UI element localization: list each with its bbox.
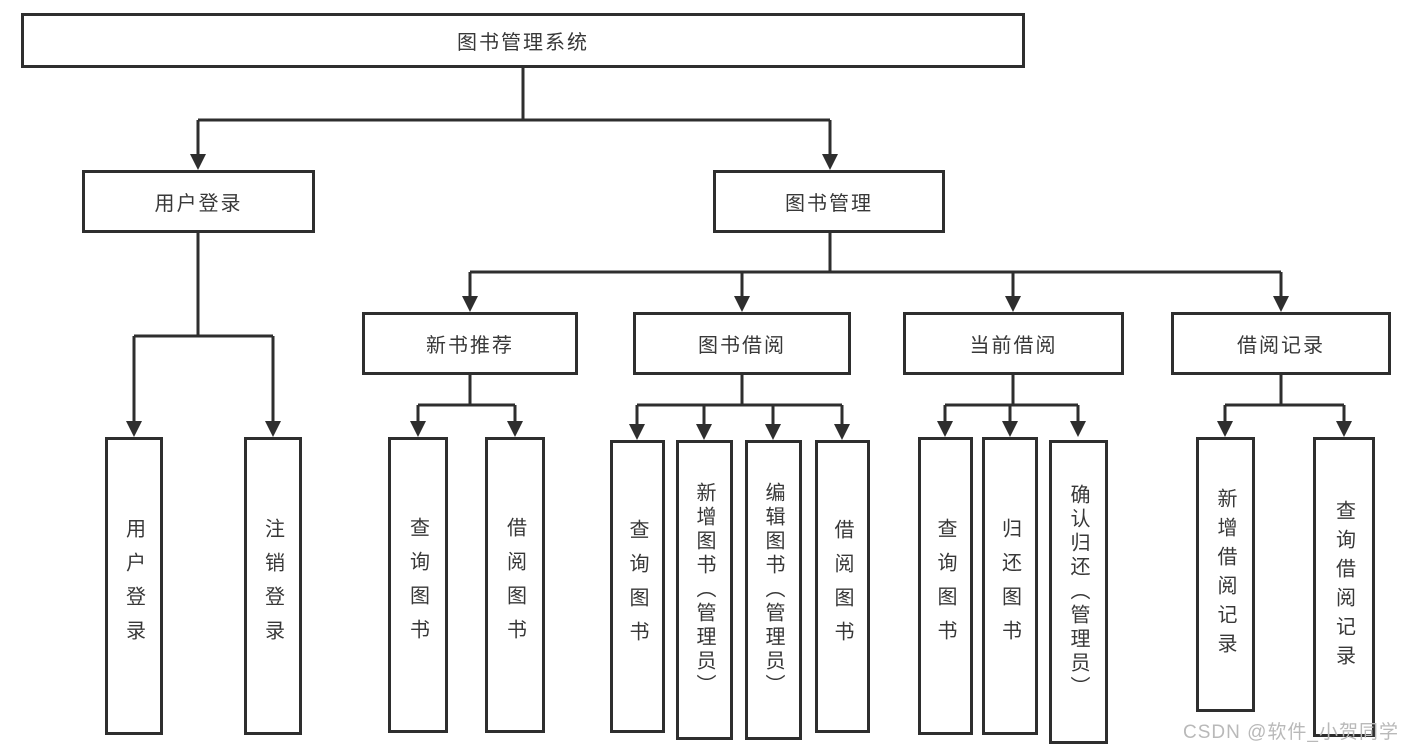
node-new-books-label: 新书推荐: [426, 335, 514, 357]
leaf-logout-label: 注销登录: [261, 518, 284, 654]
arrowheads: [126, 154, 1352, 440]
leaf-borrow-add: 新增图书（管理员）: [676, 440, 733, 740]
node-root: 图书管理系统: [21, 13, 1025, 68]
leaf-borrow-edit-label: 编辑图书（管理员）: [762, 482, 784, 698]
leaf-current-query-label: 查询图书: [934, 518, 956, 654]
leaf-current-return-label: 归还图书: [998, 518, 1021, 654]
leaf-newbooks-borrow: 借阅图书: [485, 437, 545, 733]
leaf-records-query: 查询借阅记录: [1313, 437, 1375, 737]
node-book-borrow: 图书借阅: [633, 312, 851, 375]
leaf-user-login-label: 用户登录: [122, 518, 145, 654]
leaf-current-confirm: 确认归还（管理员）: [1049, 440, 1108, 744]
leaf-newbooks-borrow-label: 借阅图书: [503, 517, 526, 653]
node-book-borrow-label: 图书借阅: [698, 335, 786, 357]
watermark: CSDN @软件_小贺同学: [1183, 722, 1399, 743]
leaf-borrow-edit: 编辑图书（管理员）: [745, 440, 802, 740]
node-borrow-records-label: 借阅记录: [1237, 335, 1325, 357]
leaf-user-login: 用户登录: [105, 437, 163, 735]
node-new-books: 新书推荐: [362, 312, 578, 375]
leaf-records-add: 新增借阅记录: [1196, 437, 1255, 712]
node-current-borrow: 当前借阅: [903, 312, 1124, 375]
node-book-mgmt: 图书管理: [713, 170, 945, 233]
leaf-borrow-borrow-label: 借阅图书: [831, 518, 853, 655]
leaf-records-add-label: 新增借阅记录: [1214, 487, 1236, 662]
leaf-newbooks-query: 查询图书: [388, 437, 448, 733]
node-borrow-records: 借阅记录: [1171, 312, 1391, 375]
node-user-login-label: 用户登录: [154, 193, 243, 215]
leaf-current-confirm-label: 确认归还（管理员）: [1067, 484, 1089, 700]
leaf-current-query: 查询图书: [918, 437, 973, 735]
node-user-login: 用户登录: [82, 170, 315, 233]
leaf-records-query-label: 查询借阅记录: [1332, 500, 1355, 674]
leaf-borrow-query-label: 查询图书: [626, 518, 648, 655]
leaf-newbooks-query-label: 查询图书: [406, 517, 429, 653]
leaf-borrow-borrow: 借阅图书: [815, 440, 870, 733]
node-current-borrow-label: 当前借阅: [969, 335, 1058, 357]
node-root-label: 图书管理系统: [457, 32, 589, 54]
leaf-current-return: 归还图书: [982, 437, 1038, 735]
node-book-mgmt-label: 图书管理: [785, 193, 873, 215]
leaf-borrow-add-label: 新增图书（管理员）: [693, 482, 715, 698]
leaf-borrow-query: 查询图书: [610, 440, 665, 733]
leaf-logout: 注销登录: [244, 437, 302, 735]
